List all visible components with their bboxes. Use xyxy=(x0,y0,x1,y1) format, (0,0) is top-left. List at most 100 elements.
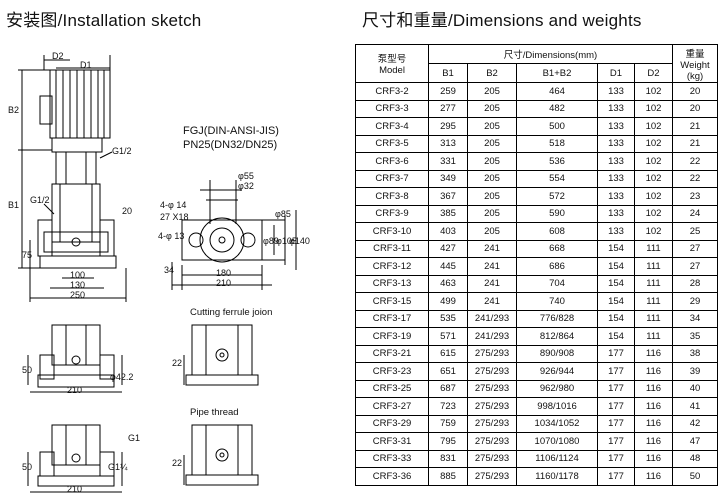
cell-b1: 295 xyxy=(428,117,468,136)
cell-d2: 102 xyxy=(634,152,673,171)
cell-b2: 241 xyxy=(467,239,517,258)
cell-model: CRF3-25 xyxy=(355,379,429,398)
cell-b2: 275/293 xyxy=(467,449,517,468)
cell-weight: 22 xyxy=(672,152,718,171)
cell-b1: 499 xyxy=(428,292,468,311)
label-180: 180 xyxy=(216,268,232,278)
header-b2: B2 xyxy=(467,63,517,83)
cell-d1: 133 xyxy=(597,134,635,153)
cell-weight: 39 xyxy=(672,362,718,381)
cell-b1: 259 xyxy=(428,82,468,101)
cell-d2: 116 xyxy=(634,432,673,451)
cell-d1: 133 xyxy=(597,82,635,101)
label-210c: 210 xyxy=(67,484,83,494)
cell-weight: 41 xyxy=(672,397,718,416)
cell-b1: 795 xyxy=(428,432,468,451)
cell-model: CRF3-29 xyxy=(355,414,429,433)
cell-model: CRF3-21 xyxy=(355,344,429,363)
cell-b1-plus-b2: 998/1016 xyxy=(516,397,598,416)
cell-b2: 241 xyxy=(467,257,517,276)
cell-b2: 275/293 xyxy=(467,414,517,433)
label-130: 130 xyxy=(70,280,86,290)
cell-model: CRF3-4 xyxy=(355,117,429,136)
cell-weight: 24 xyxy=(672,204,718,223)
installation-sketch-title: 安装图/Installation sketch xyxy=(6,11,202,30)
cell-d2: 102 xyxy=(634,117,673,136)
label-100: 100 xyxy=(70,270,86,280)
cell-model: CRF3-36 xyxy=(355,467,429,486)
cell-b2: 205 xyxy=(467,117,517,136)
label-20: 20 xyxy=(122,206,133,216)
cell-d2: 111 xyxy=(634,274,673,293)
cell-weight: 38 xyxy=(672,344,718,363)
cell-weight: 23 xyxy=(672,187,718,206)
cell-b1: 535 xyxy=(428,309,468,328)
cell-model: CRF3-5 xyxy=(355,134,429,153)
cell-b1-plus-b2: 572 xyxy=(516,187,598,206)
cell-d2: 102 xyxy=(634,187,673,206)
cell-b2: 205 xyxy=(467,222,517,241)
cell-b2: 275/293 xyxy=(467,344,517,363)
cell-b2: 275/293 xyxy=(467,432,517,451)
cell-b2: 205 xyxy=(467,99,517,118)
flange-top-view-drawing xyxy=(171,180,297,290)
cell-model: CRF3-10 xyxy=(355,222,429,241)
cell-model: CRF3-2 xyxy=(355,82,429,101)
header-model: 泵型号 Model xyxy=(355,44,429,83)
cell-d1: 154 xyxy=(597,327,635,346)
cell-model: CRF3-31 xyxy=(355,432,429,451)
label-50b: 50 xyxy=(22,462,33,472)
cell-d2: 102 xyxy=(634,99,673,118)
label-27x18: 27 X18 xyxy=(160,212,189,222)
cell-weight: 20 xyxy=(672,82,718,101)
cell-d1: 133 xyxy=(597,204,635,223)
label-phi105: φ105 xyxy=(276,236,297,246)
cell-b2: 205 xyxy=(467,169,517,188)
cell-d1: 133 xyxy=(597,99,635,118)
cell-model: CRF3-7 xyxy=(355,169,429,188)
label-phi140: φ140 xyxy=(289,236,310,246)
cell-weight: 48 xyxy=(672,449,718,468)
label-phi32: φ32 xyxy=(238,181,254,191)
cell-d2: 111 xyxy=(634,309,673,328)
cell-weight: 25 xyxy=(672,222,718,241)
cell-model: CRF3-6 xyxy=(355,152,429,171)
cell-b1-plus-b2: 704 xyxy=(516,274,598,293)
cell-b2: 275/293 xyxy=(467,362,517,381)
header-weight: 重量 Weight (kg) xyxy=(672,44,718,83)
cell-b1-plus-b2: 1070/1080 xyxy=(516,432,598,451)
cell-d1: 154 xyxy=(597,274,635,293)
dimensions-table: 泵型号 Model 尺寸/Dimensions(mm) 重量 Weight (k… xyxy=(355,44,718,486)
cell-d1: 177 xyxy=(597,397,635,416)
label-210b: 210 xyxy=(67,385,83,395)
cell-b1-plus-b2: 518 xyxy=(516,134,598,153)
cutting-ferrule-caption: Cutting ferrule joion xyxy=(190,307,273,318)
cell-weight: 50 xyxy=(672,467,718,486)
cell-d1: 177 xyxy=(597,414,635,433)
header-weight-cn: 重量 xyxy=(685,48,705,60)
label-d1: D1 xyxy=(80,60,92,70)
label-22b: 22 xyxy=(172,458,183,468)
cell-model: CRF3-12 xyxy=(355,257,429,276)
cell-d1: 133 xyxy=(597,187,635,206)
cell-b1: 349 xyxy=(428,169,468,188)
label-g114: G1¼ xyxy=(108,462,128,472)
cell-b1: 831 xyxy=(428,449,468,468)
cell-b1: 313 xyxy=(428,134,468,153)
cell-d2: 111 xyxy=(634,327,673,346)
cell-d2: 102 xyxy=(634,134,673,153)
flange-spec-line-1: FGJ(DIN-ANSI-JIS) xyxy=(183,125,279,137)
label-34: 34 xyxy=(164,265,175,275)
cell-weight: 22 xyxy=(672,169,718,188)
cell-b1: 651 xyxy=(428,362,468,381)
cell-b1: 571 xyxy=(428,327,468,346)
